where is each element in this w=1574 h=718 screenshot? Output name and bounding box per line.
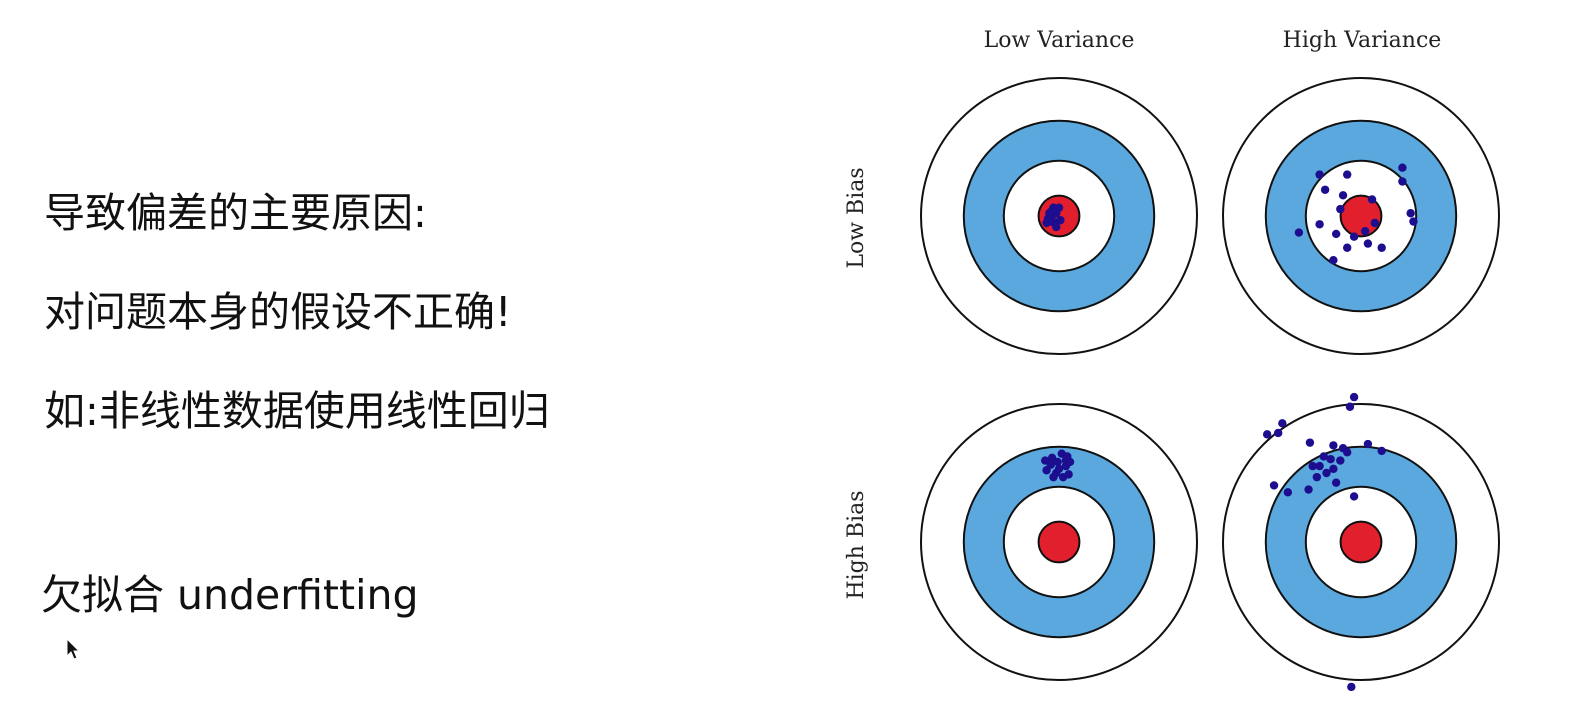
shot-dot [1377,243,1386,252]
shot-dot [1377,446,1386,456]
shot-dot [1315,220,1324,229]
shot-dot [1336,204,1345,214]
shot-dot [1042,218,1051,228]
shot-dot [1331,478,1341,487]
shot-dot [1056,215,1065,225]
shot-dot [1329,255,1338,265]
bias-cause-statement: 对问题本身的假设不正确! [44,288,512,336]
targets-grid [920,77,1500,692]
shot-dot [1262,430,1272,439]
shot-dot [1363,439,1373,449]
column-label-low-variance: Low Variance [983,28,1135,53]
shot-dot [1343,448,1352,457]
shot-dot [1315,461,1324,471]
shot-dot [1398,163,1407,172]
bullseye [1037,520,1081,564]
shot-dot [1049,472,1058,482]
shot-dot [1308,461,1317,471]
bias-variance-diagram: Low Variance High Variance Low Bias High… [835,18,1535,698]
shot-dot [1274,428,1283,438]
shot-dot [1269,481,1279,490]
shot-dot [1343,170,1352,179]
target-high-bias-high-variance [1222,392,1500,692]
shot-dot [1319,452,1328,461]
shot-dot [1329,464,1338,474]
shot-dot [1322,468,1331,478]
shot-dot [1326,455,1335,464]
bias-example: 如:非线性数据使用线性回归 [44,387,550,435]
shot-dot [1304,485,1313,494]
shot-dot [1331,229,1341,239]
shot-dot [1363,239,1373,248]
shot-dot [1343,243,1352,252]
shot-dot [1398,177,1407,186]
bullseye [1339,194,1383,238]
bias-cause-heading: 导致偏差的主要原因: [44,189,427,237]
shot-dot [1349,492,1359,501]
shot-dot [1058,472,1068,482]
shot-dot [1278,419,1287,428]
shot-dot [1052,222,1061,232]
shot-dot [1336,456,1345,465]
column-label-high-variance: High Variance [1282,28,1442,53]
shot-dot [1053,457,1062,467]
shot-dot [1349,392,1359,402]
shot-dot [1054,203,1064,212]
shot-dot [1294,228,1304,237]
shot-dot [1315,170,1324,179]
target-low-bias-high-variance [1222,77,1500,355]
shot-dot [1305,438,1315,447]
shot-dot [1349,232,1359,241]
underfitting-term: 欠拟合 underfitting [41,571,419,619]
shot-dot [1312,472,1322,482]
shot-dot [1320,185,1330,194]
target-high-bias-low-variance [920,403,1198,681]
shot-dot [1063,452,1072,461]
mouse-cursor-icon [66,638,81,660]
shot-dot [1338,191,1348,200]
shot-dot [1329,441,1338,450]
shot-dot [1367,195,1377,204]
shot-dot [1283,488,1293,497]
bullseye [1339,520,1383,564]
target-low-bias-low-variance [920,77,1198,355]
shot-dot [1409,217,1418,226]
shot-dot [1406,209,1415,218]
shot-dot [1047,206,1057,215]
shot-dot [1054,464,1064,474]
explanation-text: 导致偏差的主要原因: 对问题本身的假设不正确! 如:非线性数据使用线性回归 欠拟… [41,0,764,718]
shot-dot [1345,402,1355,411]
shot-dot [1347,682,1356,692]
shot-dot [1046,460,1055,469]
shot-dot [1360,226,1370,236]
shot-dot [1370,218,1379,228]
